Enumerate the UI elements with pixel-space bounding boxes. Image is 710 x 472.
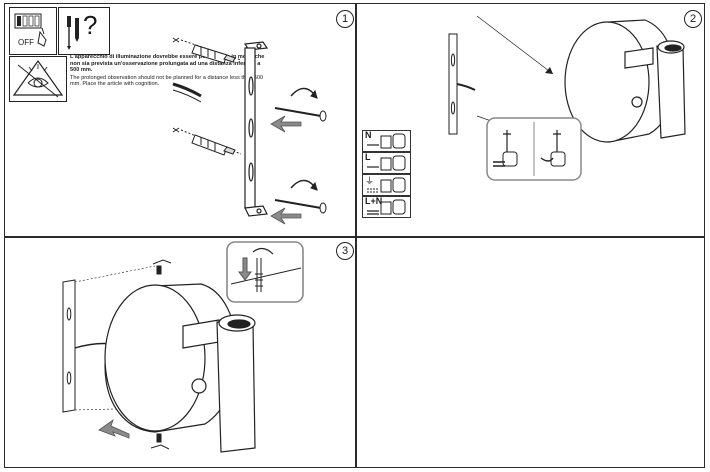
- screw-detail-callout: [226, 241, 304, 303]
- step-number-1: 1: [336, 10, 354, 28]
- wiring-option-live-neutral: L+N: [362, 196, 411, 218]
- push-arrow: [98, 418, 130, 439]
- supply-cable: [172, 82, 202, 98]
- wall-bracket: [448, 33, 476, 135]
- step-number-2: 2: [684, 10, 702, 28]
- safety-note-italian: L'apparecchio di illuminazione dovrebbe …: [70, 54, 265, 74]
- panel-step-3: 3: [5, 238, 355, 467]
- screwdriver-icon: ?: [58, 7, 110, 55]
- wall-plug-bottom: [172, 127, 242, 156]
- screw-bottom: [274, 179, 327, 214]
- wall-plug-top: [172, 37, 242, 64]
- direction-arrow: [545, 67, 553, 74]
- connection-detail: [486, 117, 582, 181]
- wiring-label-neutral: N: [365, 130, 372, 140]
- safety-note: L'apparecchio di illuminazione dovrebbe …: [70, 54, 270, 88]
- panel-divider-horizontal: [4, 236, 705, 238]
- final-assembly-drawing: [62, 241, 304, 453]
- power-off-switch-icon: OFF: [9, 7, 57, 55]
- set-screw-top: [152, 259, 172, 275]
- lamp-body: [104, 283, 256, 453]
- safety-note-english: The prolonged observation should not be …: [70, 74, 264, 88]
- panel-divider-vertical: [355, 3, 357, 468]
- question-mark: ?: [83, 10, 98, 40]
- push-arrow-bottom: [270, 207, 302, 225]
- step-number-3: 3: [336, 242, 354, 260]
- panel-step-2: 2: [357, 4, 704, 236]
- mounting-bracket-drawing: [172, 37, 327, 225]
- panel-empty: [357, 238, 704, 467]
- wiring-option-neutral: N: [362, 130, 411, 152]
- set-screw-bottom: [150, 433, 170, 450]
- wiring-label-earth: ⏚: [365, 176, 375, 186]
- instruction-sheet: [4, 3, 705, 468]
- lamp-body: [564, 19, 686, 143]
- panel-step-1: 1 OFF ? L'apparecchio: [5, 4, 355, 236]
- bracket: [243, 41, 269, 217]
- wiring-option-live: L: [362, 152, 411, 174]
- wiring-drawing: [448, 15, 686, 181]
- push-arrow-top: [270, 115, 302, 133]
- wiring-label-live: L: [365, 152, 371, 162]
- wiring-option-earth: ⏚: [362, 174, 411, 196]
- eye-distance-warning-icon: [9, 56, 67, 102]
- off-label: OFF: [18, 38, 34, 47]
- screw-top: [274, 87, 327, 122]
- wiring-label-live-neutral: L+N: [365, 196, 383, 206]
